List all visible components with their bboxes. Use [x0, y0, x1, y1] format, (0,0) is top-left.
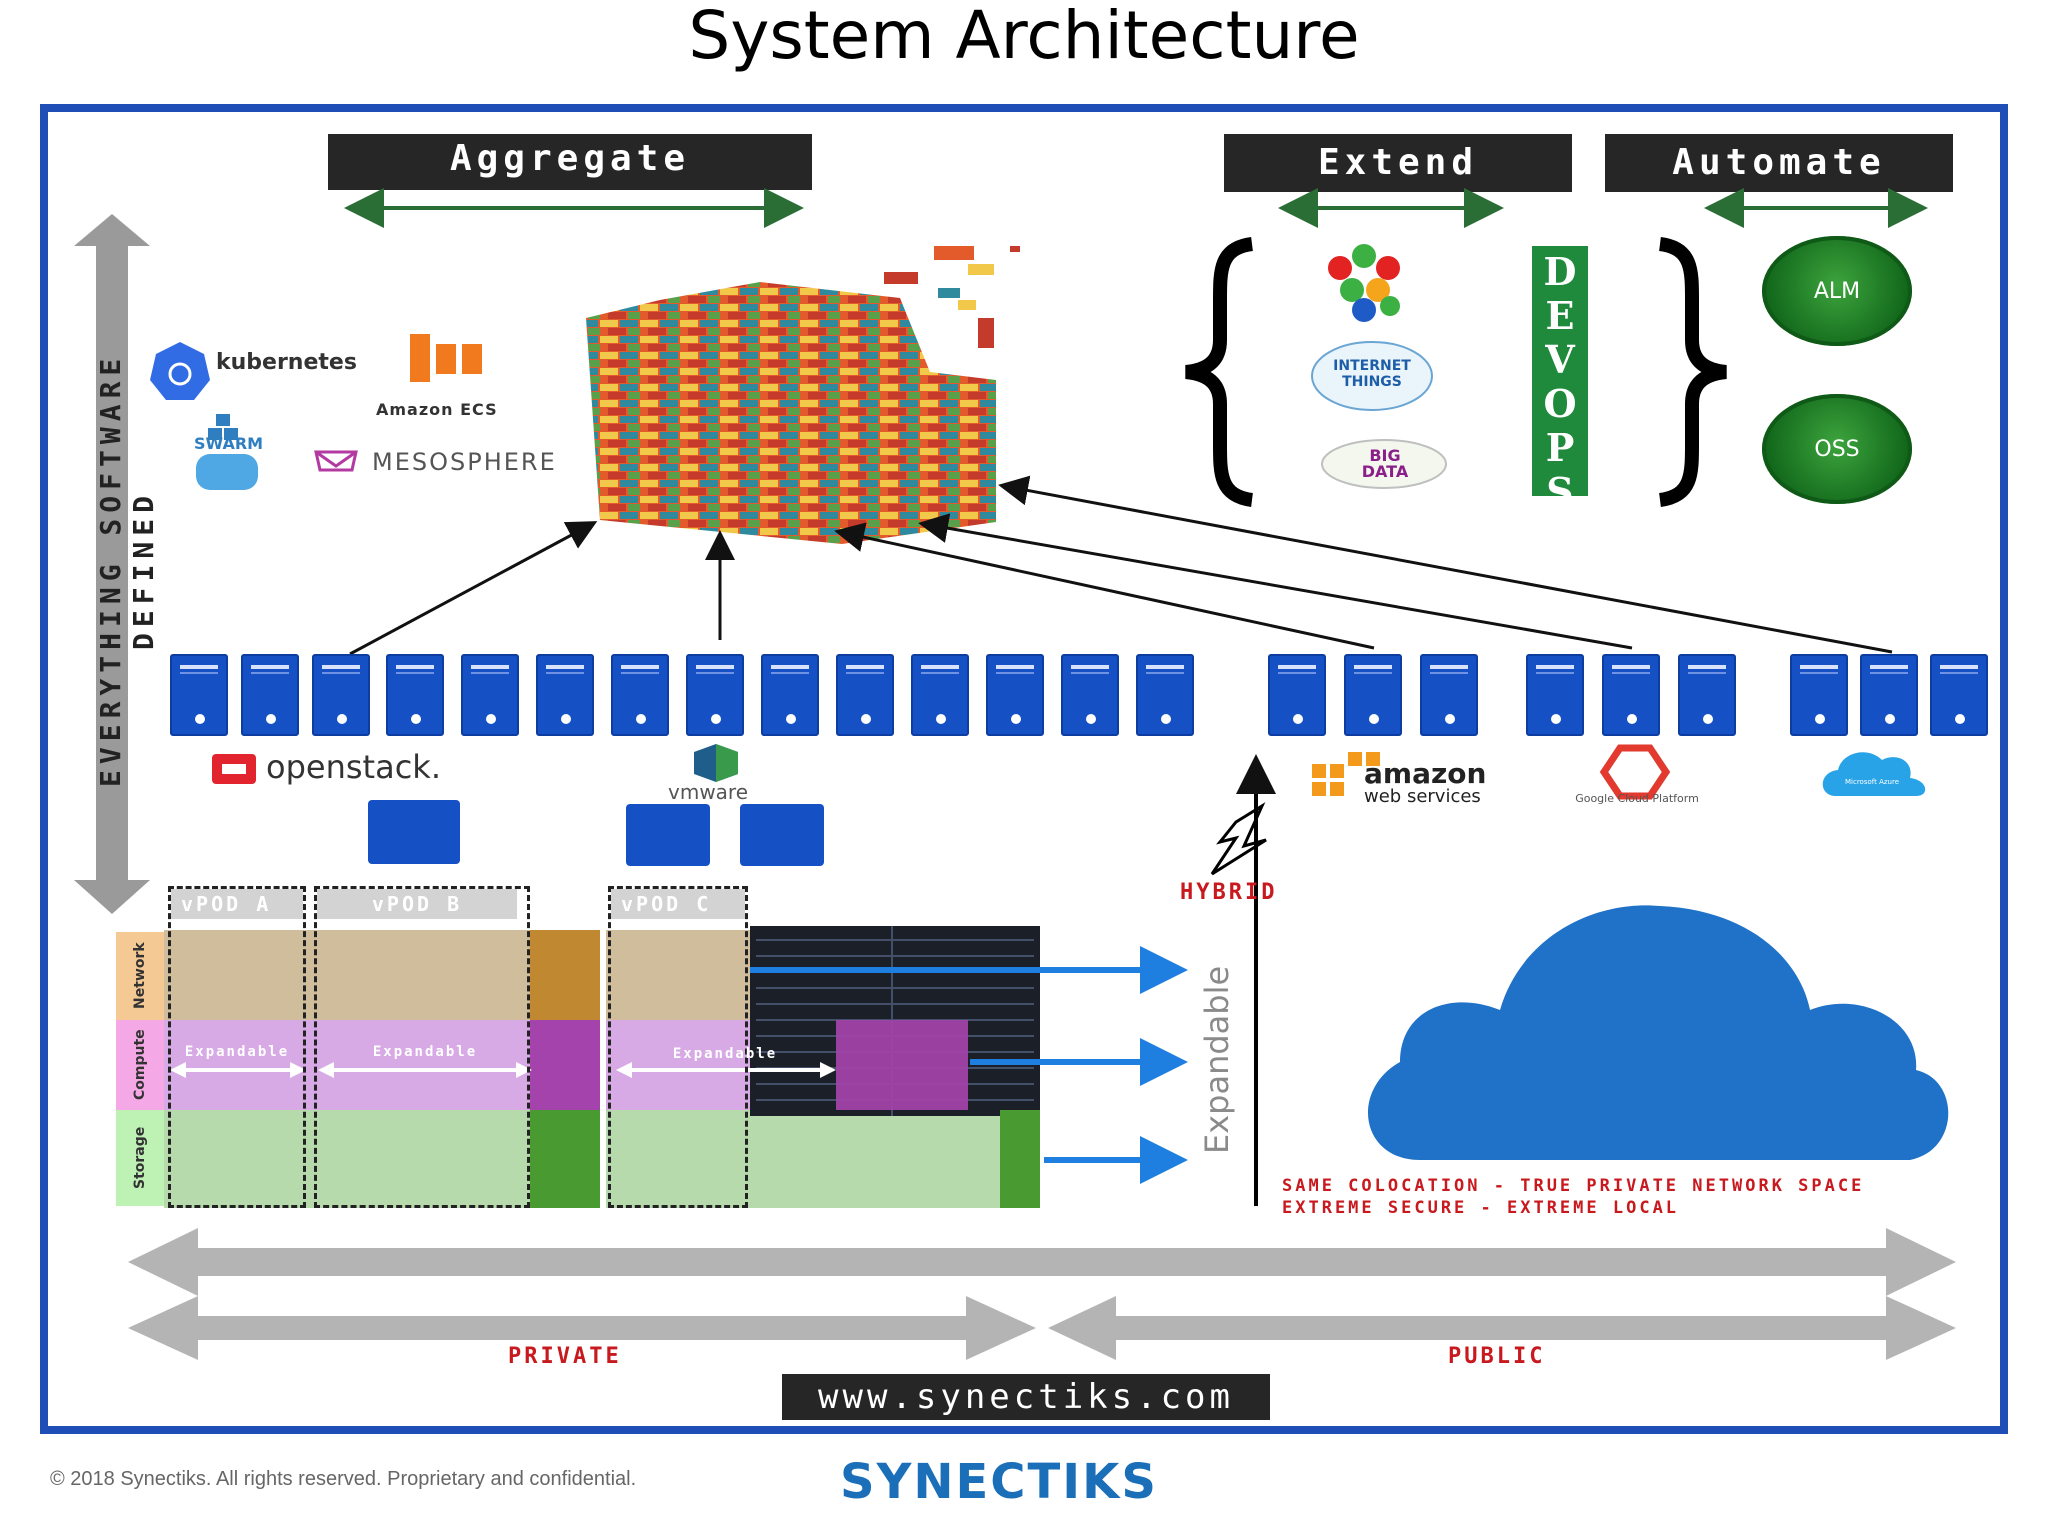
hexagon-cluster-icon: [1328, 244, 1400, 322]
vpod-a: [168, 886, 306, 1208]
vmware-icon: [694, 744, 738, 782]
public-cloud: [1367, 905, 1949, 1160]
server-icon: [686, 654, 744, 736]
devops-letter: D: [1543, 249, 1577, 294]
server-icon: [911, 654, 969, 736]
page-title: System Architecture: [688, 0, 1360, 74]
vpod-b: [314, 886, 530, 1208]
layer-network-label: Network: [132, 942, 148, 1010]
vpod-c-label: vPOD C: [611, 889, 745, 919]
vpod-b-label: vPOD B: [317, 889, 517, 919]
devops-banner: D E V O P S: [1532, 246, 1588, 514]
footer-brand-logo: SYNECTIKS: [840, 1454, 1158, 1510]
openstack-label: openstack.: [266, 748, 441, 786]
server-icon: [1930, 654, 1988, 736]
private-label: PRIVATE: [508, 1344, 622, 1369]
website-link[interactable]: www.synectiks.com: [782, 1374, 1270, 1420]
server-icon: [386, 654, 444, 736]
server-icon: [1860, 654, 1918, 736]
devops-letter: O: [1543, 381, 1577, 426]
azure-label: Microsoft Azure: [1844, 778, 1899, 786]
server-icon: [1136, 654, 1194, 736]
extend-header: Extend: [1224, 134, 1572, 192]
iot-label: INTERNET THINGS: [1333, 358, 1411, 390]
colocation-line2: EXTREME SECURE - EXTREME LOCAL: [1282, 1198, 1680, 1218]
expandable-vertical-label: Expandable: [1198, 965, 1236, 1155]
server-icon: [611, 654, 669, 736]
footer-copyright: © 2018 Synectiks. All rights reserved. P…: [50, 1468, 637, 1490]
aws-line1: amazon: [1364, 757, 1487, 790]
alm-badge: ALM: [1762, 236, 1912, 346]
server-icon: [536, 654, 594, 736]
layer-compute-label: Compute: [132, 1029, 148, 1101]
vpod-a-label: vPOD A: [171, 889, 303, 919]
colocation-line1: SAME COLOCATION - TRUE PRIVATE NETWORK S…: [1282, 1176, 1865, 1196]
kubernetes-label: kubernetes: [216, 350, 357, 375]
server-icon: [761, 654, 819, 736]
amazon-ecs-icon: [410, 334, 482, 382]
openstack-cluster-icon: [368, 800, 460, 864]
amazon-ecs-label: Amazon ECS: [376, 400, 498, 419]
swarm-label: SWARM: [194, 434, 264, 453]
aws-label: amazon web services: [1364, 760, 1486, 806]
devops-letter: P: [1545, 425, 1575, 470]
aws-line2: web services: [1364, 786, 1481, 807]
automate-header: Automate: [1605, 134, 1953, 192]
gcp-label: Google Cloud Platform: [1575, 792, 1699, 805]
hybrid-label: HYBRID: [1180, 880, 1278, 905]
server-icon: [241, 654, 299, 736]
vmware-cluster-icon-b: [740, 804, 824, 866]
expandable-label-b: Expandable: [372, 1044, 478, 1060]
server-icon: [1678, 654, 1736, 736]
aggregate-header: Aggregate: [328, 134, 812, 190]
diagram-frame: [40, 104, 2008, 1434]
expandable-label-c: Expandable: [672, 1046, 778, 1062]
server-icon: [1344, 654, 1402, 736]
server-icon: [986, 654, 1044, 736]
public-label: PUBLIC: [1448, 1344, 1546, 1369]
mesosphere-label: MESOSPHERE: [372, 448, 557, 476]
server-icon: [1602, 654, 1660, 736]
oss-badge: OSS: [1762, 394, 1912, 504]
server-icon: [170, 654, 228, 736]
big-data-cloud-icon: [1321, 439, 1447, 489]
devops-letter: V: [1545, 337, 1575, 382]
mesosphere-icon: [314, 450, 358, 472]
aws-icon: [1312, 752, 1380, 796]
expandable-label-a: Expandable: [184, 1044, 290, 1060]
server-icon: [1790, 654, 1848, 736]
google-cloud-icon: [1599, 744, 1671, 800]
server-icon: [1526, 654, 1584, 736]
docker-swarm-icon: [196, 414, 258, 490]
server-icon: [836, 654, 894, 736]
server-icon: [1268, 654, 1326, 736]
vmware-label: vmware: [668, 780, 749, 804]
layer-storage-label: Storage: [132, 1126, 148, 1190]
vpod-c: [608, 886, 748, 1208]
server-icon: [1061, 654, 1119, 736]
devops-letter: S: [1546, 469, 1574, 514]
devops-letter: E: [1545, 293, 1575, 338]
server-icon: [461, 654, 519, 736]
iot-cloud-icon: [1311, 341, 1433, 411]
kubernetes-icon: [150, 342, 210, 400]
big-data-label: BIG DATA: [1361, 446, 1409, 481]
azure-cloud-icon: [1822, 752, 1926, 796]
server-icon: [312, 654, 370, 736]
server-icon: [1420, 654, 1478, 736]
brick-cube: [586, 246, 1020, 544]
side-label: EVERYTHING SOFTWARE DEFINED: [94, 352, 160, 788]
vmware-cluster-icon-a: [626, 804, 710, 866]
